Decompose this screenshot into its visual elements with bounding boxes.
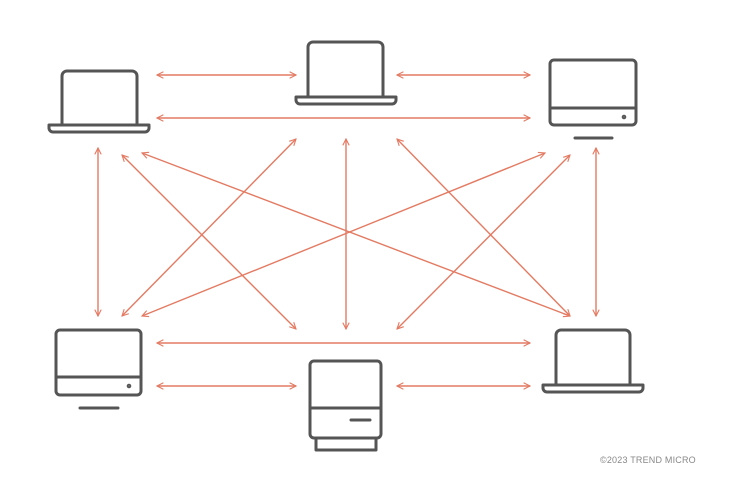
copyright-notice: ©2023 TREND MICRO: [600, 455, 696, 465]
laptop-icon: [47, 69, 151, 134]
desktop-monitor-icon: [54, 328, 143, 410]
arrow-monitor-top-right-to-server-bottom-center: [397, 155, 570, 329]
arrow-laptop-top-left-to-laptop-bottom-right: [142, 153, 570, 316]
laptop-icon: [541, 328, 645, 394]
desktop-monitor-icon: [548, 58, 638, 140]
laptop-icon: [294, 40, 398, 106]
connection-arrows: [98, 75, 596, 386]
arrow-laptop-top-center-to-laptop-bottom-right: [397, 139, 570, 316]
arrow-laptop-top-left-to-server-bottom-center: [122, 155, 296, 329]
mini-server-icon: [308, 359, 383, 452]
